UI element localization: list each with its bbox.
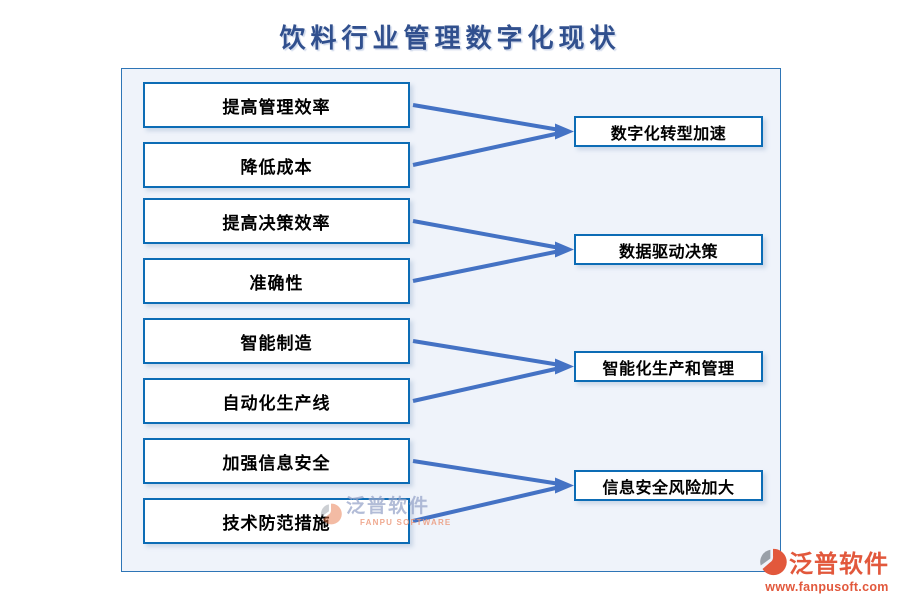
left-box-1: 提高管理效率 [143,82,410,128]
fanpu-logo: 泛普软件 www.fanpusoft.com [759,544,895,594]
left-box-4: 准确性 [143,258,410,304]
right-box-4: 信息安全风险加大 [574,470,763,501]
left-box-2: 降低成本 [143,142,410,188]
watermark-latin-text: FANPU SOFTWARE [360,518,452,527]
logo-url-text: www.fanpusoft.com [765,580,889,594]
left-box-8: 技术防范措施 [143,498,410,544]
right-box-2: 数据驱动决策 [574,234,763,265]
left-box-5: 智能制造 [143,318,410,364]
watermark-brand-text: 泛普软件 [346,496,431,517]
left-box-3: 提高决策效率 [143,198,410,244]
center-watermark: 泛普软件 FANPU SOFTWARE [320,497,451,527]
page-title: 饮料行业管理数字化现状 [279,24,621,53]
fanpu-logo-icon [760,548,787,575]
fanpu-watermark-icon [320,503,342,525]
left-box-6: 自动化生产线 [143,378,410,424]
right-box-1: 数字化转型加速 [574,116,763,147]
right-box-3: 智能化生产和管理 [574,351,763,382]
left-box-7: 加强信息安全 [143,438,410,484]
logo-brand-text: 泛普软件 [789,551,889,578]
